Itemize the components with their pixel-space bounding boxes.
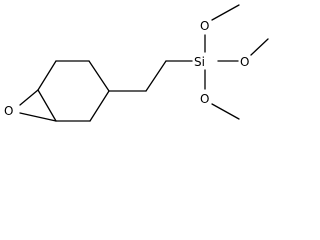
ring-bond-bottom-right [89, 90, 110, 122]
methoxy-top-oxygen-label: O [200, 19, 209, 33]
epoxide-oxygen-label: O [4, 104, 13, 118]
ethyl-bond-2 [145, 60, 167, 92]
silicon-label: Si [194, 55, 205, 69]
epoxide-bond-lower [19, 112, 57, 122]
ring-bond-top-left [37, 60, 57, 91]
methyl-bottom-bond [211, 103, 240, 120]
chemical-structure-diagram: O Si O O O [4, 4, 269, 122]
epoxide-bond-upper [19, 89, 39, 106]
methyl-right-bond [250, 38, 269, 56]
ring-bond-top-right [88, 60, 110, 92]
ring-bond-bottom-left [37, 89, 57, 122]
methoxy-bottom-oxygen-label: O [200, 92, 209, 106]
methoxy-right-oxygen-label: O [240, 55, 249, 69]
methyl-top-bond [211, 4, 240, 21]
